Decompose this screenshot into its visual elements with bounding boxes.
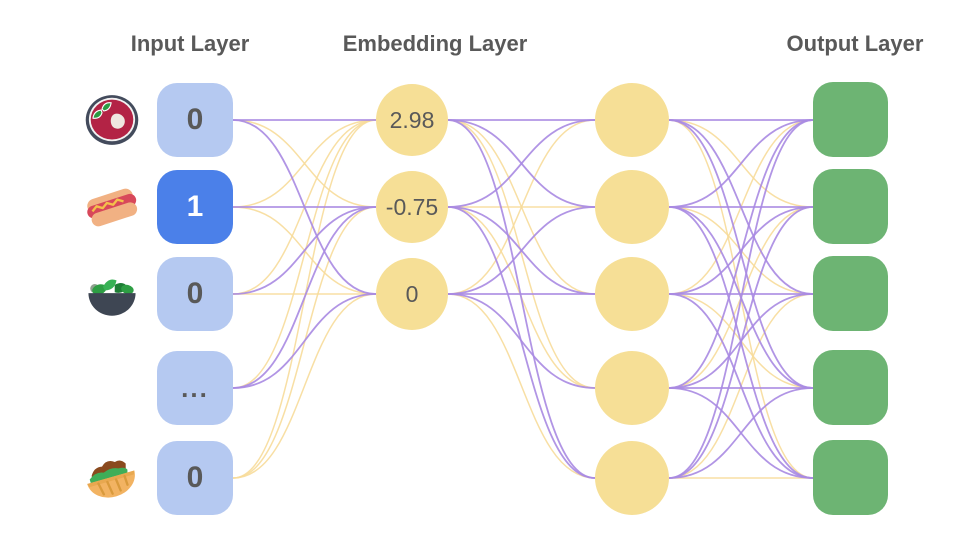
output-layer-title: Output Layer xyxy=(786,31,924,56)
soup-bowl-icon xyxy=(85,95,139,145)
input-node-ellipsis: ... xyxy=(157,351,233,425)
hidden-node-5 xyxy=(595,441,669,515)
input-node-hotdog: 1 xyxy=(157,170,233,244)
output-node-4 xyxy=(813,350,888,425)
output-node-1 xyxy=(813,82,888,157)
input-node-soup: 0 xyxy=(157,83,233,157)
embedding-node-2: -0.75 xyxy=(376,171,448,243)
output-node-5 xyxy=(813,440,888,515)
pita-icon xyxy=(87,460,135,498)
input-node-salad: 0 xyxy=(157,257,233,331)
embedding-layer-title: Embedding Layer xyxy=(342,31,528,56)
salad-icon xyxy=(88,279,136,316)
hidden-node-3 xyxy=(595,257,669,331)
hot-dog-icon xyxy=(87,188,138,227)
hidden-node-4 xyxy=(595,351,669,425)
embedding-node-1: 2.98 xyxy=(376,84,448,156)
input-node-pita: 0 xyxy=(157,441,233,515)
output-node-3 xyxy=(813,256,888,331)
hidden-node-2 xyxy=(595,170,669,244)
hidden-node-1 xyxy=(595,83,669,157)
embedding-node-3: 0 xyxy=(376,258,448,330)
output-node-2 xyxy=(813,169,888,244)
input-layer-title: Input Layer xyxy=(130,31,250,56)
